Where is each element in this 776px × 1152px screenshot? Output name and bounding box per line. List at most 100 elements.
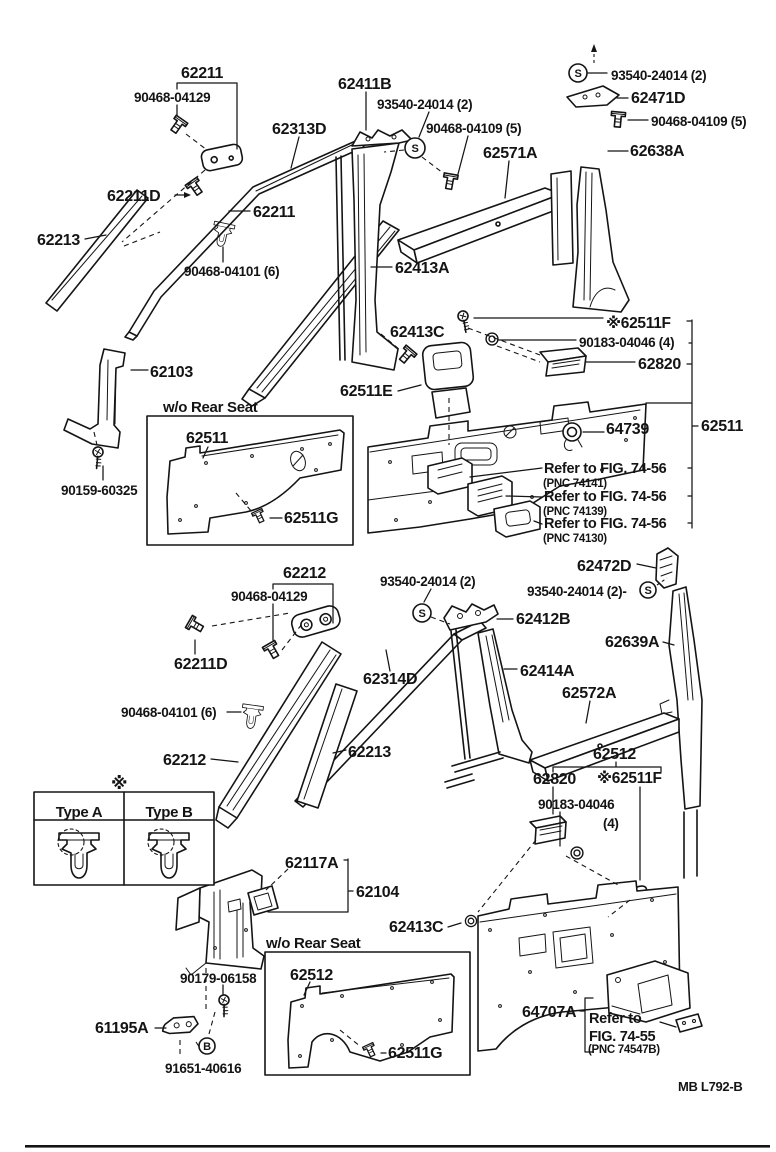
part-label-b-fig-74-55: FIG. 74-55 [589, 1029, 656, 1045]
quarter-trim-group-top [367, 309, 647, 538]
part-label-b-93540-left: 93540-24014 (2) [380, 574, 475, 589]
circled-s-mark-0: S [568, 63, 588, 83]
circled-s-mark-1: S [404, 137, 426, 159]
part-label-t-90468-04109-R: 90468-04109 (5) [651, 114, 746, 129]
part-label-t-62511-box: 62511 [186, 430, 229, 447]
bottom-leader-lines [154, 563, 677, 1056]
pillar-bracket-62411B [351, 129, 413, 147]
part-label-b-pnc-74547B: (PNC 74547B) [588, 1044, 660, 1056]
part-label-b-93540-right: 93540-24014 (2)- [527, 584, 627, 599]
pillar-cap-62412B [443, 603, 499, 631]
part-label-b-62104: 62104 [356, 884, 399, 901]
part-label-t-93540-center: 93540-24014 (2) [377, 97, 472, 112]
rear-pillar-group-top [566, 85, 630, 313]
part-label-t-pnc74139: (PNC 74139) [543, 506, 607, 518]
part-label-t-62511G: 62511G [284, 510, 338, 527]
clip-90468-04129-icon [166, 114, 189, 137]
part-label-t-62211-2: 62211 [253, 204, 296, 221]
pocket-pnc74130 [493, 500, 541, 538]
part-label-b-wo-rear-seat: w/o Rear Seat [265, 935, 361, 952]
circled-s-mark-3: S [639, 581, 657, 599]
svg-text:S: S [644, 585, 651, 597]
center-pillar-group-top [335, 129, 574, 371]
part-label-b-62472D: 62472D [577, 558, 631, 575]
clip-62211D-icon-b [184, 614, 207, 636]
body-pillar-section [550, 170, 574, 266]
part-label-t-90468-04101: 90468-04101 (6) [184, 264, 279, 279]
part-label-t-62471D: 62471D [631, 90, 685, 107]
part-label-b-90183-qty: (4) [603, 816, 619, 831]
inset-box-wo-rear-seat-top [146, 415, 354, 546]
part-label-footer-code: MB L792-B [678, 1079, 742, 1094]
part-label-b-91651: 91651-40616 [165, 1061, 242, 1076]
clip-62413C-icon [395, 344, 418, 367]
clip-90468-04109-icon [609, 110, 627, 129]
part-label-b-62512: 62512 [593, 746, 636, 763]
center-pillar-group-bottom [443, 603, 533, 789]
rear-pillar-garnish-62639A [668, 586, 703, 810]
clip-90468-04129-icon-b [261, 639, 283, 662]
part-label-t-62103: 62103 [150, 364, 193, 381]
part-label-t-62820: 62820 [638, 356, 681, 373]
part-label-t-62413C: 62413C [390, 324, 445, 341]
center-pillar-garnish-62414A [477, 628, 533, 764]
windshield-side-garnish-62213 [45, 189, 149, 312]
part-label-t-62211: 62211 [181, 65, 224, 82]
part-label-b-62412B: 62412B [516, 611, 570, 628]
pocket-pnc74547B [606, 960, 691, 1023]
top-fastener-icons [166, 114, 244, 249]
part-label-t-62511E: 62511E [340, 383, 393, 400]
part-label-b-type-a: Type A [56, 804, 103, 821]
part-label-t-90183: 90183-04046 (4) [579, 335, 674, 350]
clip-90468-04101-icon-b [239, 703, 264, 731]
part-label-b-90179: 90179-06158 [180, 971, 257, 986]
quarter-pocket-62511E [421, 341, 475, 391]
part-label-b-62212-left: 62212 [163, 752, 206, 769]
part-label-t-62638A: 62638A [630, 143, 685, 160]
part-label-b-type-b: Type B [145, 804, 193, 821]
part-label-b-61195A: 61195A [95, 1020, 149, 1037]
part-label-b-62211D: 62211D [174, 656, 227, 673]
part-label-b-62639A: 62639A [605, 634, 660, 651]
rear-pillar-group-bottom [529, 547, 703, 879]
svg-text:B: B [203, 1041, 211, 1053]
clip-62511G-icon [250, 507, 268, 525]
clip-type-table [33, 791, 215, 886]
part-label-t-refer1: Refer to FIG. 74-56 [544, 461, 667, 477]
part-label-b-62820: 62820 [533, 771, 576, 788]
cowl-side-trim-62103 [63, 348, 126, 449]
part-label-t-62511-right: 62511 [701, 418, 744, 435]
quarter-vent-62820-b [529, 815, 567, 845]
part-label-t-62413A: 62413A [395, 260, 450, 277]
part-label-b-62414A: 62414A [520, 663, 575, 680]
svg-text:S: S [418, 608, 425, 620]
grommet-icon-b [570, 846, 584, 860]
cowl-side-trim-group-bottom [161, 869, 279, 1035]
part-label-t-wo-rear-seat: w/o Rear Seat [162, 399, 258, 416]
part-label-b-62511G: 62511G [388, 1045, 442, 1062]
bracket-62212-icon [290, 605, 341, 638]
clip-plate-icon [675, 1013, 703, 1033]
hole-cover-62117A [247, 885, 279, 916]
pillar-cap-62472D [655, 547, 679, 589]
clip-62413C-icon-b [464, 914, 478, 928]
part-label-t-62211D: 62211D [107, 188, 160, 205]
part-label-t-62411B: 62411B [338, 76, 391, 93]
part-label-t-62571A: 62571A [483, 145, 538, 162]
quarter-vent-62820 [539, 347, 587, 377]
center-pillar-garnish-62413A [351, 142, 400, 371]
part-label-t-refer2: Refer to FIG. 74-56 [544, 489, 667, 505]
part-label-b-62511F: ※62511F [597, 769, 662, 787]
part-label-b-table-note: ※ [111, 774, 127, 793]
part-label-b-62413C: 62413C [389, 919, 444, 936]
part-label-t-90159: 90159-60325 [61, 483, 138, 498]
part-label-t-refer3: Refer to FIG. 74-56 [544, 516, 667, 532]
front-pillar-garnish-62212-group [184, 605, 487, 829]
bracket-62211-icon [200, 143, 244, 172]
part-label-t-90468-04129: 90468-04129 [134, 90, 210, 105]
pocket-flap [431, 387, 471, 419]
part-label-b-62512-box: 62512 [290, 967, 333, 984]
front-pillar-garnish-62212 [218, 641, 342, 819]
